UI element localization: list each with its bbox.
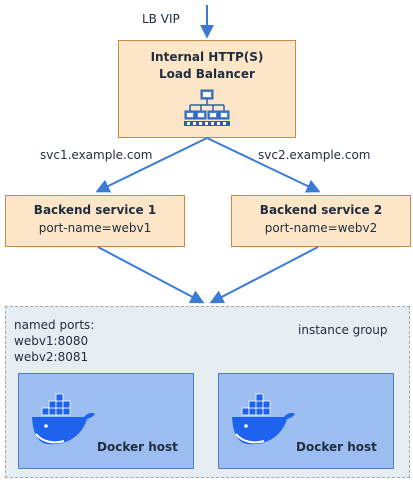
named-ports-title: named ports: xyxy=(14,318,95,332)
backend1-to-group-arrow xyxy=(97,246,205,304)
lb-vip-label: LB VIP xyxy=(142,12,180,26)
docker-host-2-label: Docker host xyxy=(296,440,377,454)
named-port-webv1: webv1:8080 xyxy=(14,334,89,348)
docker-whale-icon xyxy=(32,393,95,445)
backend-service-1-box xyxy=(5,195,185,247)
backend-service-2-name: Backend service 2 xyxy=(259,203,383,217)
backend-service-2-box xyxy=(231,195,411,247)
load-balancer-title-line2: Load Balancer xyxy=(159,67,255,81)
backend-service-2-port: port-name=webv2 xyxy=(264,221,378,235)
docker-host-1-label: Docker host xyxy=(97,440,178,454)
route-arrow-svc1 xyxy=(95,137,208,193)
docker-whale-icon xyxy=(232,393,295,445)
load-balancer-title-line1: Internal HTTP(S) xyxy=(150,50,264,64)
route-host-svc1: svc1.example.com xyxy=(40,148,153,162)
route-host-svc2: svc2.example.com xyxy=(258,148,371,162)
backend2-to-group-arrow xyxy=(209,246,319,304)
load-balancer-network-icon xyxy=(184,89,230,126)
route-arrow-svc2 xyxy=(206,137,321,193)
backend-service-1-port: port-name=webv1 xyxy=(38,221,152,235)
backend-service-1-name: Backend service 1 xyxy=(33,203,157,217)
instance-group-label: instance group xyxy=(298,323,388,337)
named-port-webv2: webv2:8081 xyxy=(14,350,89,364)
